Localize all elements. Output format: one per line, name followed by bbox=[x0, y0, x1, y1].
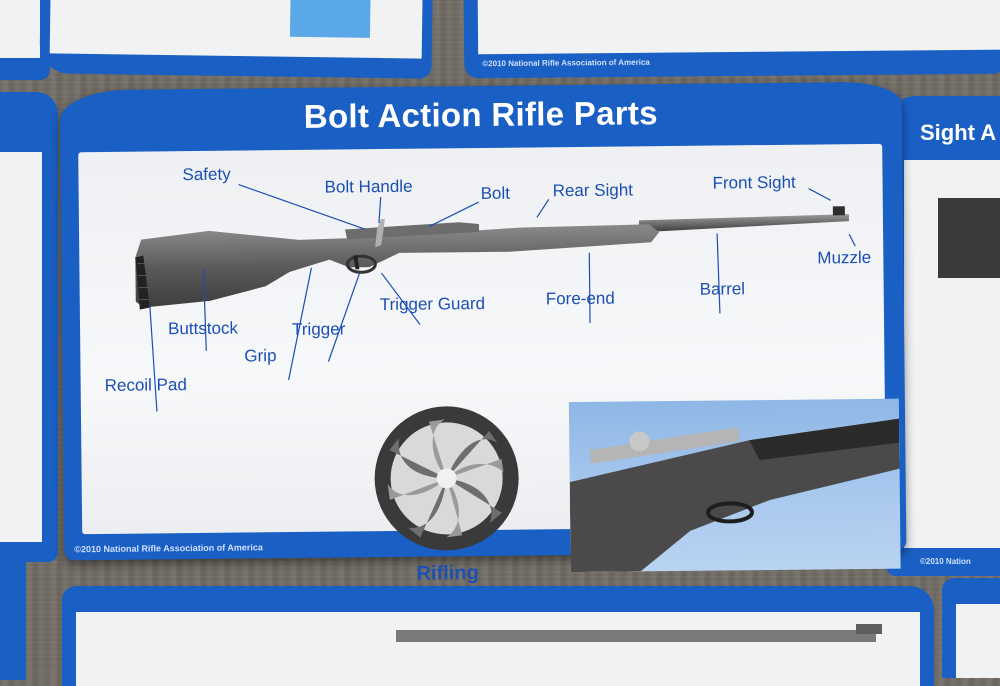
bg-poster-left bbox=[0, 92, 58, 562]
label-fore-end: Fore-end bbox=[546, 289, 615, 310]
bg-poster-top-center-left bbox=[39, 0, 432, 79]
poster-title: Bolt Action Rifle Parts bbox=[60, 92, 902, 139]
label-bolt: Bolt bbox=[481, 184, 511, 204]
bg-poster-right-copyright: ©2010 Nation bbox=[920, 557, 971, 566]
bg-poster-top-right: ©2010 National Rifle Association of Amer… bbox=[464, 0, 1000, 78]
poster-copyright: ©2010 National Rifle Association of Amer… bbox=[74, 542, 263, 554]
main-poster: Bolt Action Rifle Parts bbox=[60, 82, 907, 561]
label-buttstock: Buttstock bbox=[168, 319, 238, 340]
front-sight-shape bbox=[833, 206, 845, 215]
bg-poster-right-figure bbox=[938, 198, 1000, 278]
label-muzzle: Muzzle bbox=[817, 248, 871, 269]
label-front-sight: Front Sight bbox=[712, 173, 795, 194]
label-recoil-pad: Recoil Pad bbox=[105, 375, 187, 396]
bg-poster-right-title: Sight A bbox=[920, 120, 996, 146]
bg-poster-bottom-left bbox=[0, 560, 26, 680]
label-bolt-handle: Bolt Handle bbox=[324, 177, 412, 198]
bg-poster-figure bbox=[290, 0, 371, 38]
poster-paper: Safety Bolt Handle Bolt Rear Sight Front… bbox=[78, 144, 886, 534]
label-grip: Grip bbox=[244, 346, 276, 366]
label-barrel: Barrel bbox=[700, 279, 746, 299]
action-closeup-illustration bbox=[569, 399, 901, 572]
action-closeup-photo bbox=[569, 399, 901, 572]
bg-poster-bottom-rifle bbox=[76, 612, 936, 672]
barrel-shape bbox=[639, 214, 849, 232]
label-rear-sight: Rear Sight bbox=[553, 180, 634, 201]
rifling-disc bbox=[371, 403, 523, 555]
label-trigger-guard: Trigger Guard bbox=[380, 294, 485, 315]
bg-poster-bottom bbox=[62, 586, 934, 686]
label-safety: Safety bbox=[182, 165, 230, 186]
bg-poster-copyright: ©2010 National Rifle Association of Amer… bbox=[482, 58, 650, 68]
bg-poster-bottom-right bbox=[942, 578, 1000, 678]
label-trigger: Trigger bbox=[292, 319, 345, 340]
rifling-caption: Rifling bbox=[383, 562, 513, 586]
